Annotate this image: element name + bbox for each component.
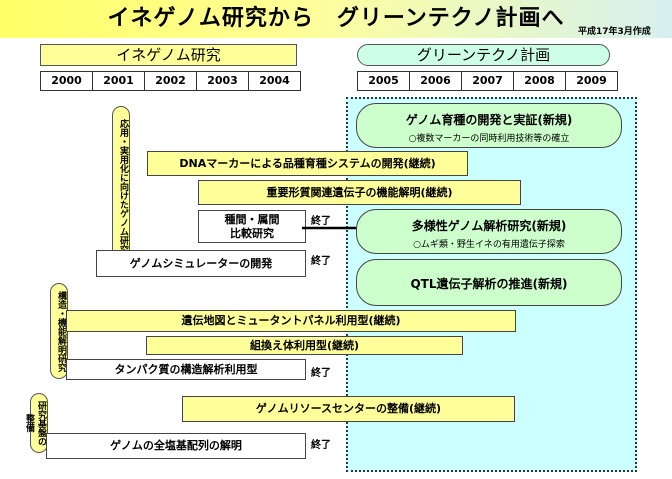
project-subtitle: ○複数マーカーの同時利用技術等の確立 (408, 134, 570, 144)
year-cell: 2005 (357, 71, 410, 91)
year-row-right: 2005 2006 2007 2008 2009 (357, 71, 618, 91)
page-title: イネゲノム研究から グリーンテクノ計画へ (107, 6, 565, 31)
year-cell: 2002 (144, 71, 197, 91)
bar-genetic-map: 遺伝地図とミュータントパネル利用型(継続) (66, 310, 516, 332)
period-rice-genome: イネゲノム研究 (40, 44, 297, 66)
year-cell: 2009 (565, 71, 618, 91)
done-label: 終了 (311, 256, 331, 267)
bar-trait-gene: 重要形質関連遺伝子の機能解明(継続) (198, 180, 521, 205)
project-title: ゲノム育種の開発と実証(新規) (405, 113, 573, 127)
bar-genome-simulator: ゲノムシミュレーターの開発 (96, 250, 306, 277)
category-infra-label: 研究基盤の整備 (24, 393, 48, 453)
bar-protein-structure: タンパク質の構造解析利用型 (66, 359, 306, 380)
year-cell: 2006 (409, 71, 462, 91)
year-cell: 2008 (513, 71, 566, 91)
title-band (0, 0, 672, 38)
done-label: 終了 (311, 216, 331, 227)
project-title: 多様性ゲノム解析研究(新規) (411, 219, 567, 233)
year-cell: 2003 (196, 71, 249, 91)
project-qtl: QTL遺伝子解析の推進(新規) (356, 259, 622, 306)
created-date: 平成17年3月作成 (578, 27, 651, 37)
project-subtitle: ○ムギ類・野生イネの有用遺伝子探索 (413, 240, 565, 250)
category-applied-label: 応用・実用化に向けたゲノム研究 (112, 106, 130, 266)
bar-dna-marker: DNAマーカーによる品種育種システムの開発(継続) (147, 151, 468, 176)
year-cell: 2001 (92, 71, 145, 91)
year-row-left: 2000 2001 2002 2003 2004 (40, 71, 301, 91)
bar-recombinant: 組換え体利用型(継続) (146, 336, 463, 355)
year-cell: 2000 (40, 71, 93, 91)
project-genome-breeding: ゲノム育種の開発と実証(新規) ○複数マーカーの同時利用技術等の確立 (356, 103, 622, 148)
year-cell: 2004 (248, 71, 301, 91)
project-diversity-genome: 多様性ゲノム解析研究(新規) ○ムギ類・野生イネの有用遺伝子探索 (356, 209, 622, 254)
done-label: 終了 (311, 368, 331, 379)
bar-genome-sequence: ゲノムの全塩基配列の解明 (46, 433, 306, 459)
period-green-techno: グリーンテクノ計画 (357, 44, 610, 66)
year-cell: 2007 (461, 71, 514, 91)
done-label: 終了 (311, 440, 331, 451)
bar-comparative-study: 種間・属間 比較研究 (198, 210, 306, 243)
project-title: QTL遺伝子解析の推進(新規) (410, 277, 568, 291)
bar-resource-center: ゲノムリソースセンターの整備(継続) (182, 396, 515, 422)
